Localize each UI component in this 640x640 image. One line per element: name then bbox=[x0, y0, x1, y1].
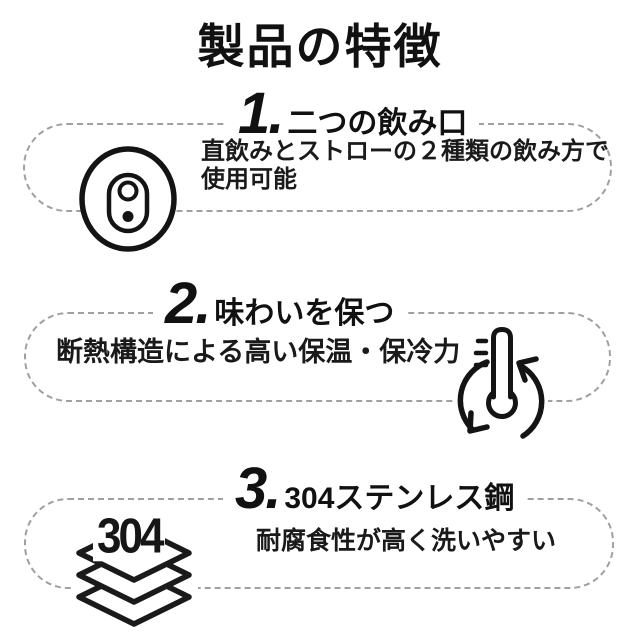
feature-1-title: 二つの飲み口 bbox=[287, 107, 468, 140]
two-spouts-lid-icon bbox=[79, 146, 177, 252]
feature-2-number: 2. bbox=[165, 271, 211, 336]
feature-2-heading: 2. 味わいを保つ bbox=[153, 271, 407, 336]
feature-1-heading: 1. 二つの飲み口 bbox=[226, 81, 480, 146]
feature-3-heading: 3. 304ステンレス鋼 bbox=[223, 456, 527, 521]
feature-3-title: 304ステンレス鋼 bbox=[284, 482, 515, 515]
feature-1-number: 1. bbox=[238, 81, 284, 146]
feature-2-description: 断熱構造による高い保温・保冷力 bbox=[56, 337, 461, 367]
thermometer-cycle-icon bbox=[456, 326, 548, 439]
feature-1-description: 直飲みとストローの２種類の飲み方で 使用可能 bbox=[201, 138, 609, 193]
page-title: 製品の特徴 bbox=[197, 20, 443, 73]
feature-3-number: 3. bbox=[235, 456, 281, 521]
steel-grade-label: 304 bbox=[93, 511, 166, 562]
feature-2-title: 味わいを保つ bbox=[214, 297, 395, 330]
feature-3-description: 耐腐食性が高く洗いやすい bbox=[256, 527, 557, 555]
